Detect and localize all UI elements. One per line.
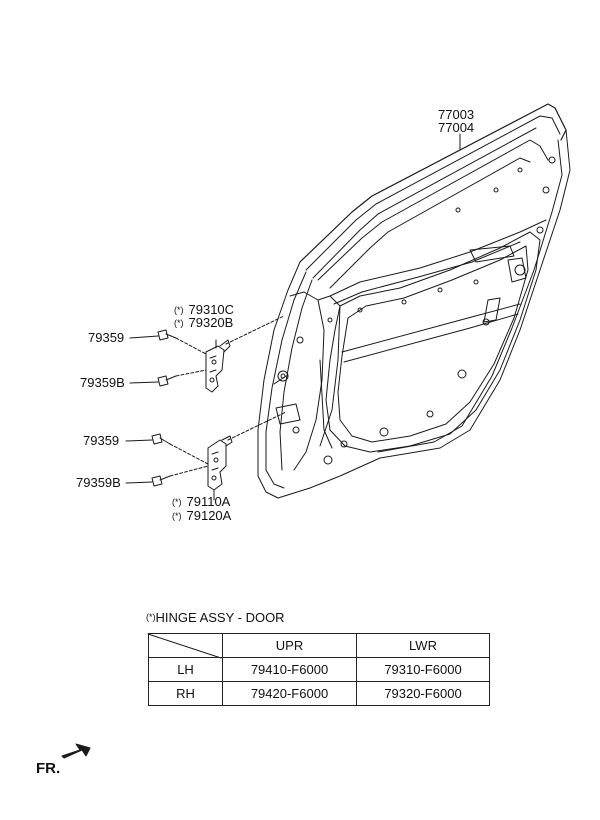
lower-hinge [207,435,233,491]
callout-bolt-upper-1: 79359 [88,330,125,345]
callout-lower-hinge-2-text: 79120A [186,508,232,523]
bolt-upper-1 [157,329,207,355]
table-header-row: UPR LWR [148,633,490,658]
leader-bolt-upper-2 [129,381,159,384]
callout-upper-hinge-1: (*) 79310C [174,303,234,317]
table-row: RH 79420-F6000 79320-F6000 [148,681,490,706]
table-row: LH 79410-F6000 79310-F6000 [148,657,490,682]
table-corner-cell [148,633,223,658]
leader-bolt-lower-2 [125,481,153,484]
legend-mark: (*) [146,612,156,622]
door-frame [257,103,571,499]
callout-lower-hinge-1: (*) 79110A [172,495,230,509]
table-cell: 79420-F6000 [222,681,357,706]
leader-upper-hinge-to-door [225,315,285,345]
table-header-lwr: LWR [356,633,490,658]
table-cell: 79410-F6000 [222,657,357,682]
asterisk-mark: (*) [172,497,182,507]
legend-title-text: HINGE ASSY - DOOR [155,610,285,625]
door-holes [277,156,556,465]
callout-lower-hinge-1-text: 79110A [186,494,231,509]
upper-hinge [205,339,231,393]
hinge-part-table: UPR LWR LH 79410-F6000 79310-F6000 RH 79… [148,633,490,706]
bolt-upper-2 [157,369,207,387]
callout-upper-hinge-1-text: 79310C [188,302,235,317]
callout-bolt-lower-2: 79359B [76,475,121,490]
table-row-label: RH [148,681,223,706]
front-arrow-icon [61,743,91,759]
bolt-lower-1 [151,433,209,465]
asterisk-mark: (*) [172,511,182,521]
table-cell: 79310-F6000 [356,657,490,682]
table-header-upr: UPR [222,633,357,658]
callout-door-panel-2: 77004 [438,120,475,135]
legend-title: (*)HINGE ASSY - DOOR [146,610,285,625]
leader-bolt-lower-1 [125,439,153,442]
leader-bolt-upper-1 [129,335,159,339]
front-orientation-label: FR. [36,760,61,777]
leader-lower-hinge-to-door [227,411,287,441]
table-row-label: LH [148,657,223,682]
callout-bolt-lower-1: 79359 [83,433,120,448]
callout-upper-hinge-2-text: 79320B [188,315,234,330]
asterisk-mark: (*) [174,305,184,315]
asterisk-mark: (*) [174,318,184,328]
callout-bolt-upper-2: 79359B [80,375,125,390]
callout-lower-hinge-2: (*) 79120A [172,509,231,523]
callout-upper-hinge-2: (*) 79320B [174,316,233,330]
callout-door-panel-1: 77003 [438,107,475,122]
table-cell: 79320-F6000 [356,681,490,706]
bolt-lower-2 [151,465,209,487]
